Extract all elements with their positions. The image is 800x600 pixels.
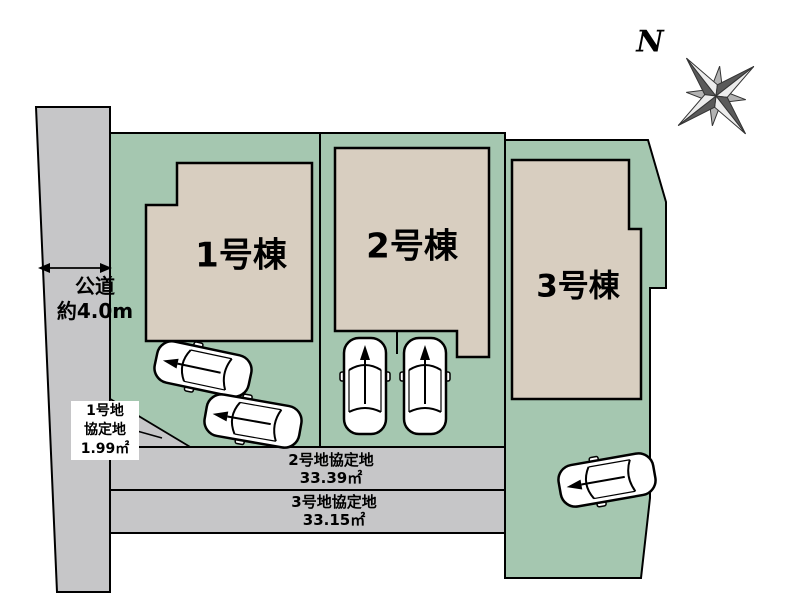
lot-1-agreement-line3: 1.99㎡ [80,441,130,457]
road-label-line1: 公道 [75,274,115,298]
lot-2-agreement-line1: 2号地協定地 [288,451,374,469]
lot-3-agreement-strip [109,489,506,534]
building-3 [510,158,643,401]
road-label: 公道 約4.0m [57,274,133,324]
car-icon [338,336,392,436]
lot-1-agreement-line2: 協定地 [84,422,126,438]
lot-2-agreement-line2: 33.39㎡ [299,469,363,487]
building-1-label: 1号棟 [195,235,287,276]
lot-2-agreement-label: 2号地協定地 33.39㎡ [288,451,373,487]
road-width-arrow [38,263,112,273]
lot-3-agreement-line1: 3号地協定地 [291,493,377,511]
road-label-line2: 約4.0m [56,299,134,323]
lot-3-agreement-line2: 33.15㎡ [302,511,366,529]
compass-rose-icon [677,57,755,135]
car-icon [398,336,452,436]
lot-1-agreement-line1: 1号地 [86,403,124,419]
lot-1-agreement-label: 1号地 協定地 1.99㎡ [71,401,139,460]
label-pointer-line [136,430,163,439]
building-2 [333,146,491,359]
road-area [34,106,111,593]
lot-3-agreement-label: 3号地協定地 33.15㎡ [291,493,376,529]
compass-north-label: N [636,24,664,60]
lot-2-agreement-strip [109,446,506,491]
building-3-label: 3号棟 [536,268,620,305]
building-1 [144,161,314,343]
building-2-label: 2号棟 [366,226,458,267]
